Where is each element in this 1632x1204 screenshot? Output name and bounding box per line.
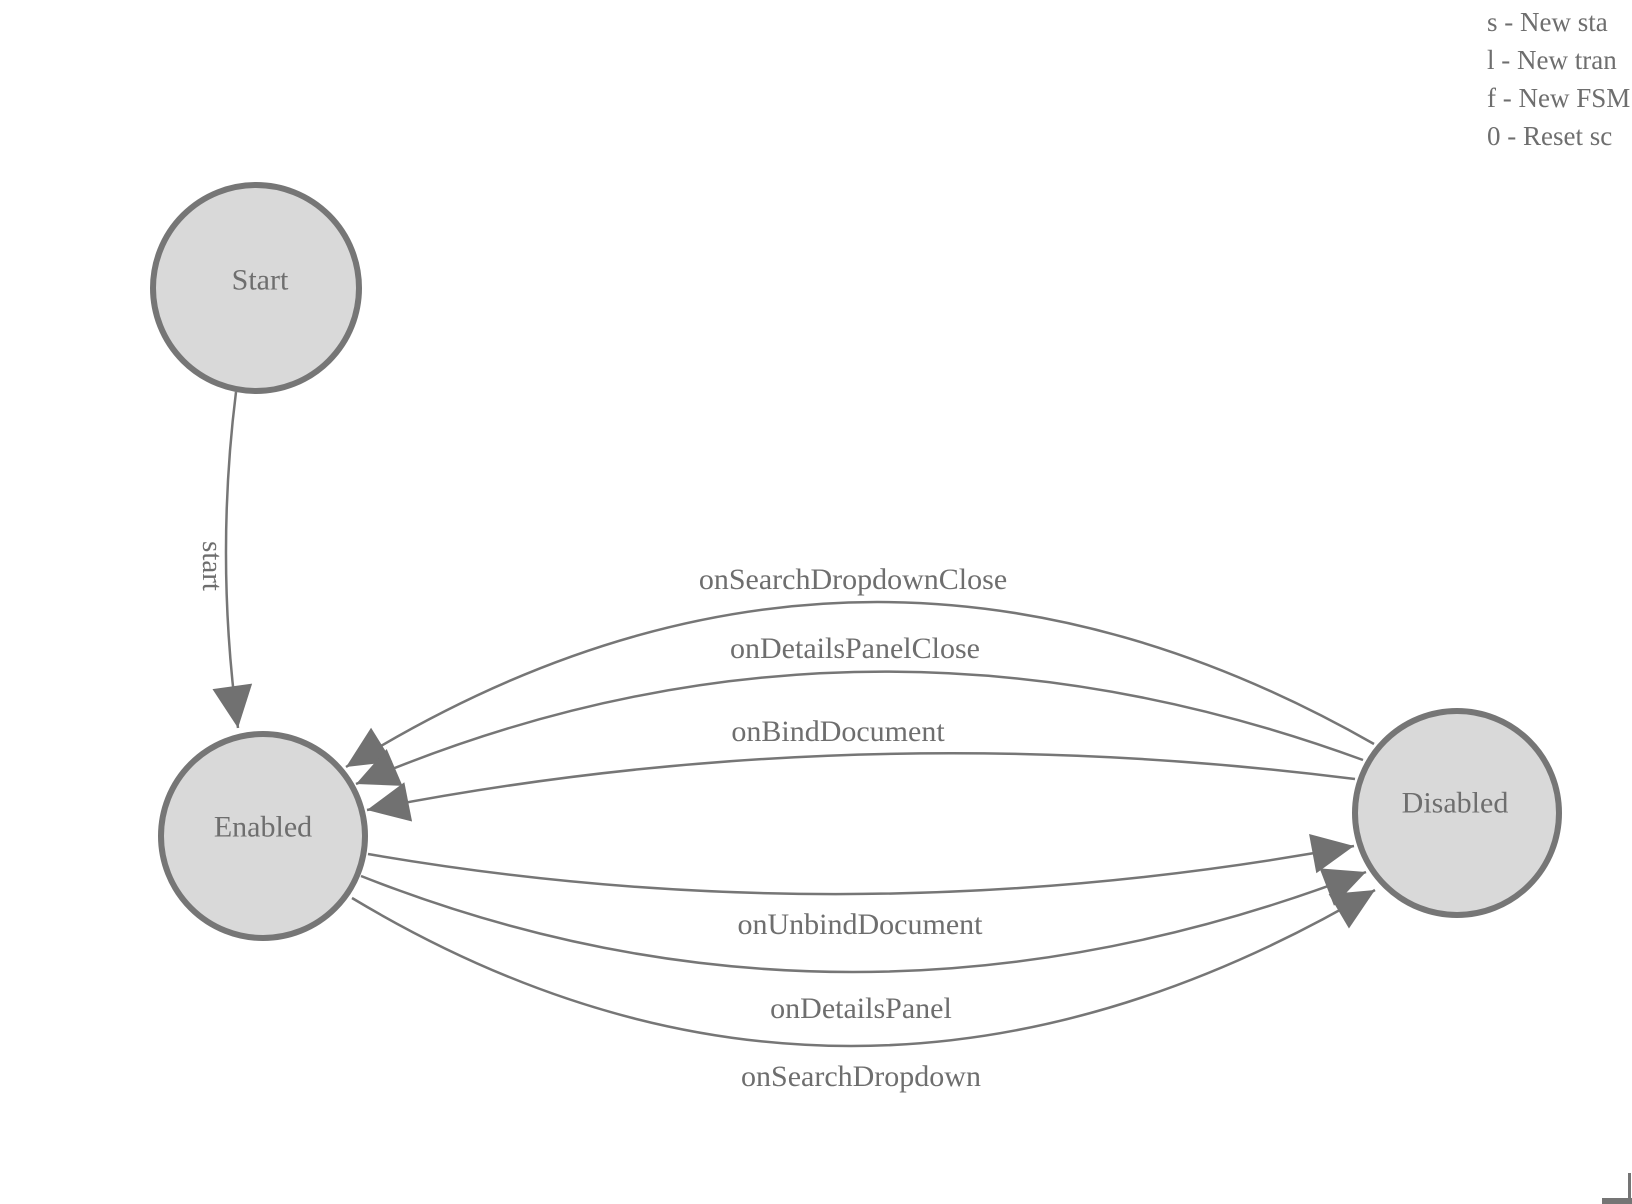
state-label-enabled: Enabled: [214, 811, 312, 844]
edge-onUnbindDocument[interactable]: [367, 833, 1355, 896]
edge-label-onDetailsPanel: onDetailsPanel: [770, 992, 952, 1025]
legend-line: l - New tran: [1487, 45, 1617, 75]
legend-line: s - New sta: [1487, 7, 1608, 37]
edge-labels-layer: start onSearchDropdownClose onDetailsPan…: [196, 541, 1007, 1093]
edge-label-onBindDocument: onBindDocument: [731, 715, 945, 748]
shortcut-legend: s - New sta l - New tran f - New FSM 0 -…: [1487, 3, 1630, 155]
legend-line: 0 - Reset sc: [1487, 121, 1613, 151]
edge-onSearchDropdownClose[interactable]: [345, 600, 1375, 769]
state-node-enabled[interactable]: Enabled: [158, 731, 368, 941]
edge-onDetailsPanel[interactable]: [360, 868, 1367, 974]
edge-label-onSearchDropdown: onSearchDropdown: [741, 1060, 981, 1093]
state-label-start: Start: [232, 264, 289, 297]
state-node-start[interactable]: Start: [150, 182, 362, 394]
edge-label-onUnbindDocument: onUnbindDocument: [738, 908, 984, 941]
edge-label-start: start: [196, 541, 228, 591]
corner-handle-vertical-bar: [1628, 1173, 1631, 1204]
state-circle-start[interactable]: [150, 182, 362, 394]
legend-line: f - New FSM: [1487, 83, 1631, 113]
edge-label-onSearchDropdownClose: onSearchDropdownClose: [699, 563, 1007, 596]
canvas-corner-handle: [1602, 1173, 1632, 1204]
state-label-disabled: Disabled: [1402, 787, 1509, 820]
edge-label-onDetailsPanelClose: onDetailsPanelClose: [730, 632, 980, 665]
edge-onDetailsPanelClose[interactable]: [355, 670, 1364, 786]
edge-onSearchDropdown[interactable]: [351, 888, 1376, 1048]
edge-onBindDocument[interactable]: [366, 751, 1356, 822]
nodes-layer: Start Enabled Disabled: [150, 182, 1562, 941]
corner-handle-horizontal-bar: [1602, 1198, 1632, 1204]
edges-layer: [212, 391, 1376, 1048]
state-node-disabled[interactable]: Disabled: [1352, 708, 1562, 918]
state-circle-enabled[interactable]: [158, 731, 368, 941]
edge-start[interactable]: [212, 391, 253, 729]
state-circle-disabled[interactable]: [1352, 708, 1562, 918]
